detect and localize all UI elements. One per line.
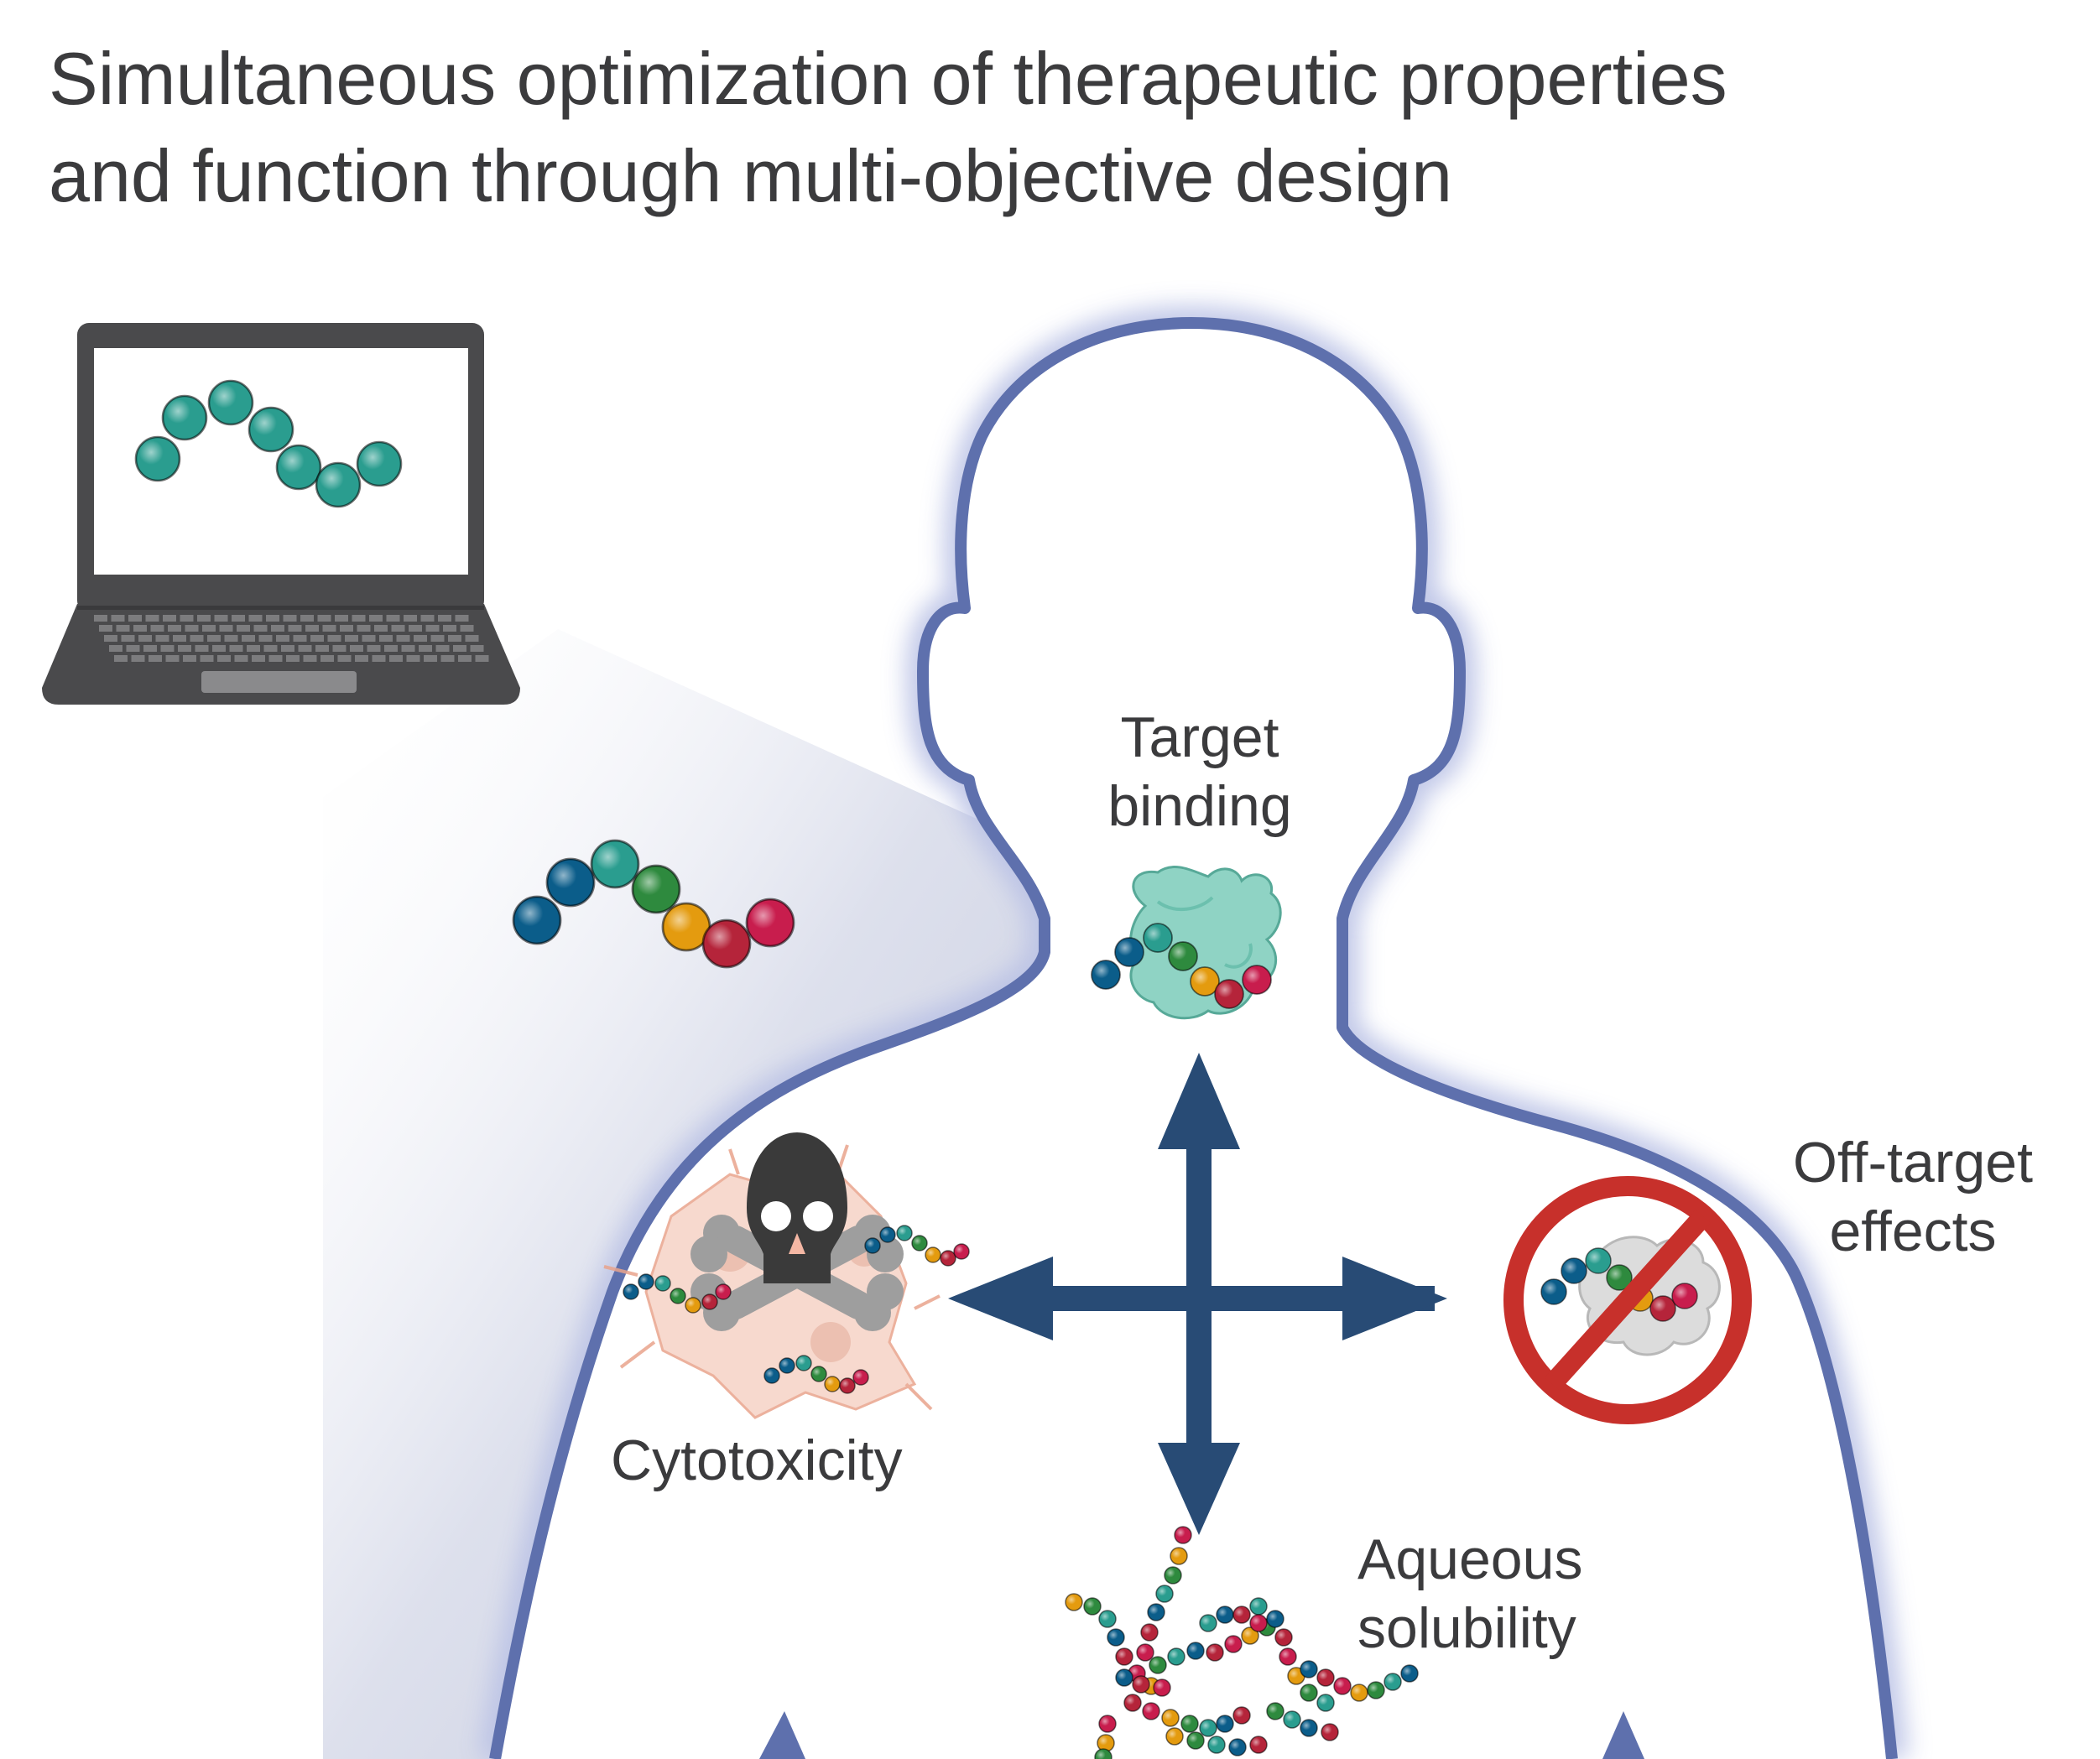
label-target-binding-line-1: Target <box>1120 705 1279 769</box>
peptide-chain-icon <box>1540 1247 1698 1322</box>
label-target-binding-line-2: binding <box>1107 774 1292 838</box>
peptide-chain-icon <box>623 1225 970 1394</box>
label-solubility-line-2: solubility <box>1357 1596 1576 1660</box>
label-solubility: Aqueous solubility <box>1357 1525 1643 1663</box>
label-off-target: Off-target effects <box>1770 1128 2056 1266</box>
peptide-chain-icon <box>1065 1526 1419 1759</box>
prohibited-sign <box>1503 1176 1752 1424</box>
label-target-binding: Target binding <box>1082 703 1317 840</box>
peptide-chain-icon <box>1091 923 1272 1009</box>
laptop-icon <box>42 323 520 705</box>
label-solubility-line-1: Aqueous <box>1357 1527 1583 1591</box>
four-way-arrow-icon <box>948 1053 1447 1535</box>
peptide-chain-icon <box>512 839 795 969</box>
label-cytotoxicity-line-1: Cytotoxicity <box>611 1429 903 1492</box>
peptide-chain-icon <box>134 379 403 508</box>
label-off-target-line-2: effects <box>1829 1200 1997 1263</box>
label-cytotoxicity: Cytotoxicity <box>611 1426 963 1495</box>
page-title: Simultaneous optimization of therapeutic… <box>49 30 2079 225</box>
label-off-target-line-1: Off-target <box>1793 1131 2033 1194</box>
title-line-1: Simultaneous optimization of therapeutic… <box>49 37 1727 120</box>
title-line-2: and function through multi-objective des… <box>49 134 1453 217</box>
